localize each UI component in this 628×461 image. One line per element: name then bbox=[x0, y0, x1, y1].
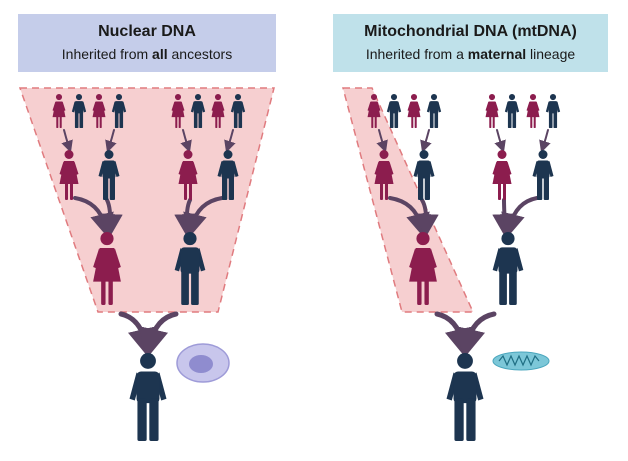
nuclear-arrow-gen1-2 bbox=[105, 129, 117, 153]
nuclear-mother bbox=[93, 232, 121, 305]
mito-great-grandmother-3 bbox=[485, 94, 499, 128]
nuclear-dna-header: Nuclear DNA Inherited from all ancestors bbox=[18, 14, 276, 72]
nuclear-arrow-gen3-right bbox=[138, 311, 179, 359]
mito-great-grandmother-1 bbox=[367, 94, 381, 128]
mito-grandparent-4 bbox=[532, 150, 554, 200]
nuclear-arrow-gen1-1 bbox=[61, 129, 73, 153]
mtdna-subtitle-pre: Inherited from a bbox=[365, 46, 468, 62]
nuclear-great-grandfather-4 bbox=[230, 94, 246, 128]
maternal-lineage-highlight bbox=[342, 87, 475, 313]
mito-grandparent-2 bbox=[413, 150, 435, 200]
nuclear-arrow-gen3-left bbox=[118, 311, 158, 359]
nuclear-great-grandfather-3 bbox=[190, 94, 206, 128]
mito-arrow-gen2-right-b bbox=[501, 196, 539, 238]
mito-individual bbox=[446, 353, 484, 441]
nuclear-great-grandmother-1 bbox=[52, 94, 66, 128]
nuclear-arrow-gen2-right-b bbox=[183, 196, 224, 238]
nuclear-arrow-gen1-3 bbox=[180, 129, 192, 153]
mtdna-subtitle-post: lineage bbox=[526, 46, 576, 62]
nuclear-great-grandmother-2 bbox=[92, 94, 106, 128]
nuclear-ancestry-highlight bbox=[18, 87, 275, 313]
nuclear-great-grandmother-4 bbox=[211, 94, 225, 128]
mito-arrow-gen1-3 bbox=[494, 129, 506, 153]
nuclear-dna-subtitle: Inherited from all ancestors bbox=[18, 44, 276, 64]
nuclear-subtitle-post: ancestors bbox=[167, 46, 233, 62]
nuclear-dna-title: Nuclear DNA bbox=[98, 23, 196, 40]
mito-arrow-gen1-4 bbox=[539, 129, 551, 153]
mitochondrion-icon bbox=[492, 351, 550, 371]
mito-grandparent-1 bbox=[374, 150, 394, 200]
mtdna-title: Mitochondrial DNA (mtDNA) bbox=[364, 23, 577, 40]
mito-arrow-gen3-right bbox=[455, 311, 497, 359]
nuclear-great-grandfather-2 bbox=[111, 94, 127, 128]
nuclear-grandparent-1 bbox=[59, 150, 79, 200]
nuclear-arrow-gen2-right bbox=[98, 198, 123, 238]
nuclear-grandparent-3 bbox=[178, 150, 198, 200]
mito-great-grandfather-3 bbox=[504, 94, 520, 128]
nuclear-great-grandfather-1 bbox=[71, 94, 87, 128]
mito-mother bbox=[409, 232, 437, 305]
mtdna-subtitle: Inherited from a maternal lineage bbox=[333, 44, 608, 64]
mito-great-grandfather-2 bbox=[426, 94, 442, 128]
mtdna-subtitle-bold: maternal bbox=[467, 46, 527, 62]
nuclear-arrow-gen1-4 bbox=[224, 129, 236, 153]
nuclear-great-grandmother-3 bbox=[171, 94, 185, 128]
mito-grandparent-3 bbox=[492, 150, 512, 200]
mito-great-grandfather-4 bbox=[545, 94, 561, 128]
mito-arrow-gen1-1 bbox=[376, 129, 388, 153]
mtdna-header: Mitochondrial DNA (mtDNA) Inherited from… bbox=[333, 14, 608, 72]
mito-arrow-gen1-2 bbox=[420, 129, 432, 153]
nuclear-father bbox=[174, 232, 206, 305]
cell-nucleus-icon bbox=[176, 343, 230, 383]
mito-great-grandmother-2 bbox=[407, 94, 421, 128]
mito-father bbox=[492, 232, 524, 305]
nuclear-grandparent-4 bbox=[217, 150, 239, 200]
mito-arrow-gen2-right bbox=[414, 198, 439, 238]
mito-arrow-gen2-left-b bbox=[492, 198, 517, 238]
nuclear-grandparent-2 bbox=[98, 150, 120, 200]
nuclear-subtitle-pre: Inherited from bbox=[61, 46, 153, 62]
nuclear-subtitle-bold: all bbox=[152, 46, 168, 62]
mito-great-grandfather-1 bbox=[386, 94, 402, 128]
nuclear-individual bbox=[129, 353, 167, 441]
mito-great-grandmother-4 bbox=[526, 94, 540, 128]
mito-arrow-gen3-left bbox=[434, 311, 475, 359]
